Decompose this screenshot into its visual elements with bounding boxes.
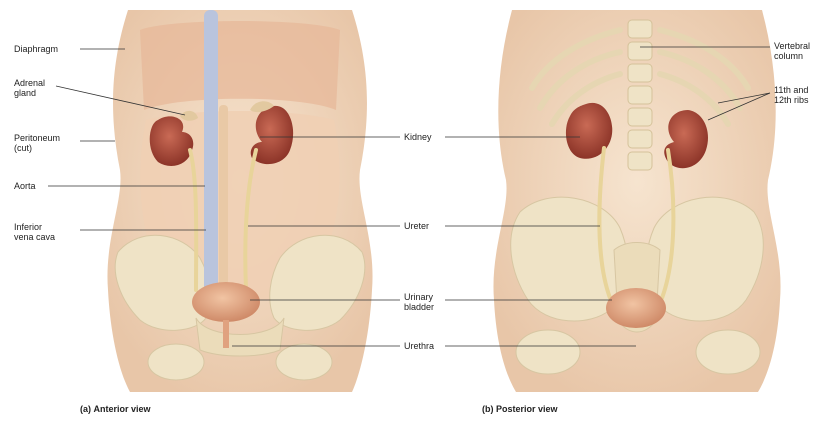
caption-anterior-text: Anterior view (94, 404, 151, 414)
label-kidney: Kidney (404, 132, 432, 142)
posterior-vertebral-column (628, 20, 652, 170)
label-diaphragm: Diaphragm (14, 44, 58, 54)
caption-posterior: (b) Posterior view (482, 404, 558, 414)
caption-posterior-tag: (b) (482, 404, 494, 414)
caption-posterior-text: Posterior view (496, 404, 558, 414)
label-inferior-vena-cava: Inferior vena cava (14, 222, 55, 242)
label-peritoneum: Peritoneum (cut) (14, 133, 60, 153)
label-aorta: Aorta (14, 181, 36, 191)
label-ribs: 11th and 12th ribs (774, 85, 809, 105)
caption-anterior: (a) Anterior view (80, 404, 151, 414)
label-vertebral-column: Vertebral column (774, 41, 810, 61)
posterior-bladder (606, 288, 666, 328)
label-urethra: Urethra (404, 341, 434, 351)
anterior-urethra (223, 320, 229, 348)
label-ureter: Ureter (404, 221, 429, 231)
anterior-bladder (192, 282, 260, 322)
caption-anterior-tag: (a) (80, 404, 91, 414)
label-urinary-bladder: Urinary bladder (404, 292, 434, 312)
label-adrenal-gland: Adrenal gland (14, 78, 45, 98)
